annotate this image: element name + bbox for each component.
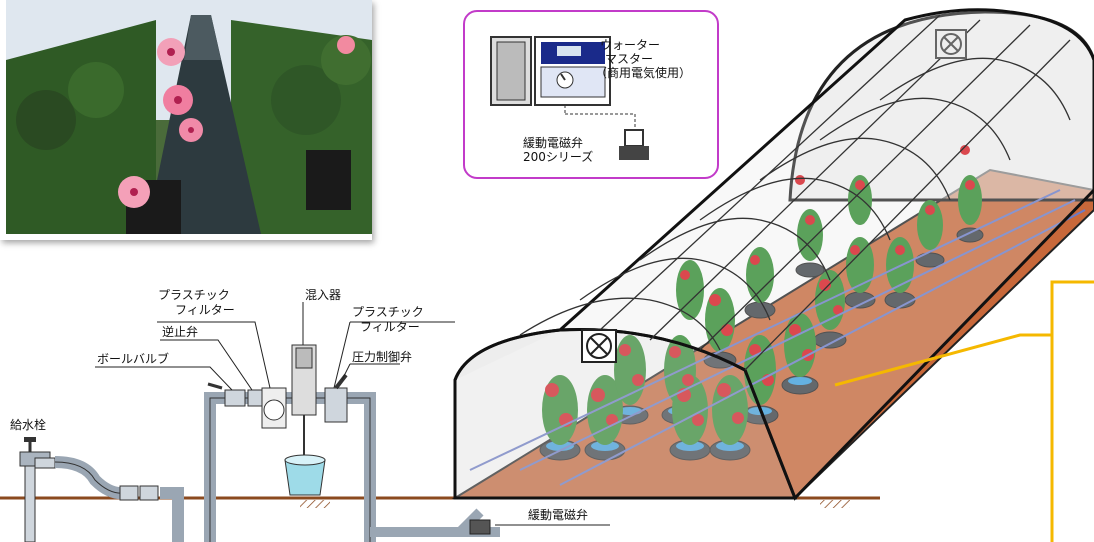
hibiscus-flower-3 bbox=[179, 118, 203, 142]
controller-drawing bbox=[490, 36, 649, 160]
exhaust-fan-back bbox=[935, 29, 967, 59]
label-solenoid-valve: 緩動電磁弁 bbox=[528, 508, 589, 522]
label-water-faucet: 給水栓 bbox=[10, 418, 47, 432]
hibiscus-flower-2 bbox=[163, 85, 193, 115]
label-plastic-filter-2-line1: プラスチック bbox=[352, 305, 424, 319]
label-leaders bbox=[95, 302, 610, 526]
label-plastic-filter-1-line1: プラスチック bbox=[158, 288, 230, 302]
exhaust-fan-front bbox=[581, 329, 617, 363]
drip-lines bbox=[469, 189, 1086, 486]
label-plastic-filter-2-line2: フィルター bbox=[360, 320, 420, 334]
controller-name-line3: （商用電気使用） bbox=[595, 66, 692, 80]
label-ball-valve: ボールバルブ bbox=[97, 352, 170, 366]
hibiscus-flower-5 bbox=[337, 36, 355, 54]
controller-name-line2: マスター bbox=[605, 52, 654, 66]
plant-rows bbox=[539, 145, 984, 461]
greenhouse-ribs bbox=[519, 14, 1071, 371]
label-mixer: 混入器 bbox=[305, 288, 342, 302]
hibiscus-flower-4 bbox=[118, 176, 150, 208]
label-pressure-valve: 圧力制御弁 bbox=[352, 350, 413, 364]
greenhouse-roof bbox=[453, 8, 1094, 501]
label-check-valve: 逆止弁 bbox=[162, 325, 199, 339]
controller-panel: ウォーター マスター （商用電気使用） 緩動電磁弁 200シリーズ bbox=[463, 10, 719, 179]
hibiscus-flower-1 bbox=[157, 38, 185, 66]
valve-series-line2: 200シリーズ bbox=[523, 150, 594, 164]
valve-series-line1: 緩動電磁弁 bbox=[523, 136, 584, 150]
callout-bracket bbox=[834, 280, 1094, 542]
controller-name-line1: ウォーター bbox=[600, 38, 661, 52]
plumbing-assembly bbox=[19, 344, 500, 542]
hibiscus-photo bbox=[0, 0, 372, 240]
label-plastic-filter-1-line2: フィルター bbox=[175, 303, 235, 317]
